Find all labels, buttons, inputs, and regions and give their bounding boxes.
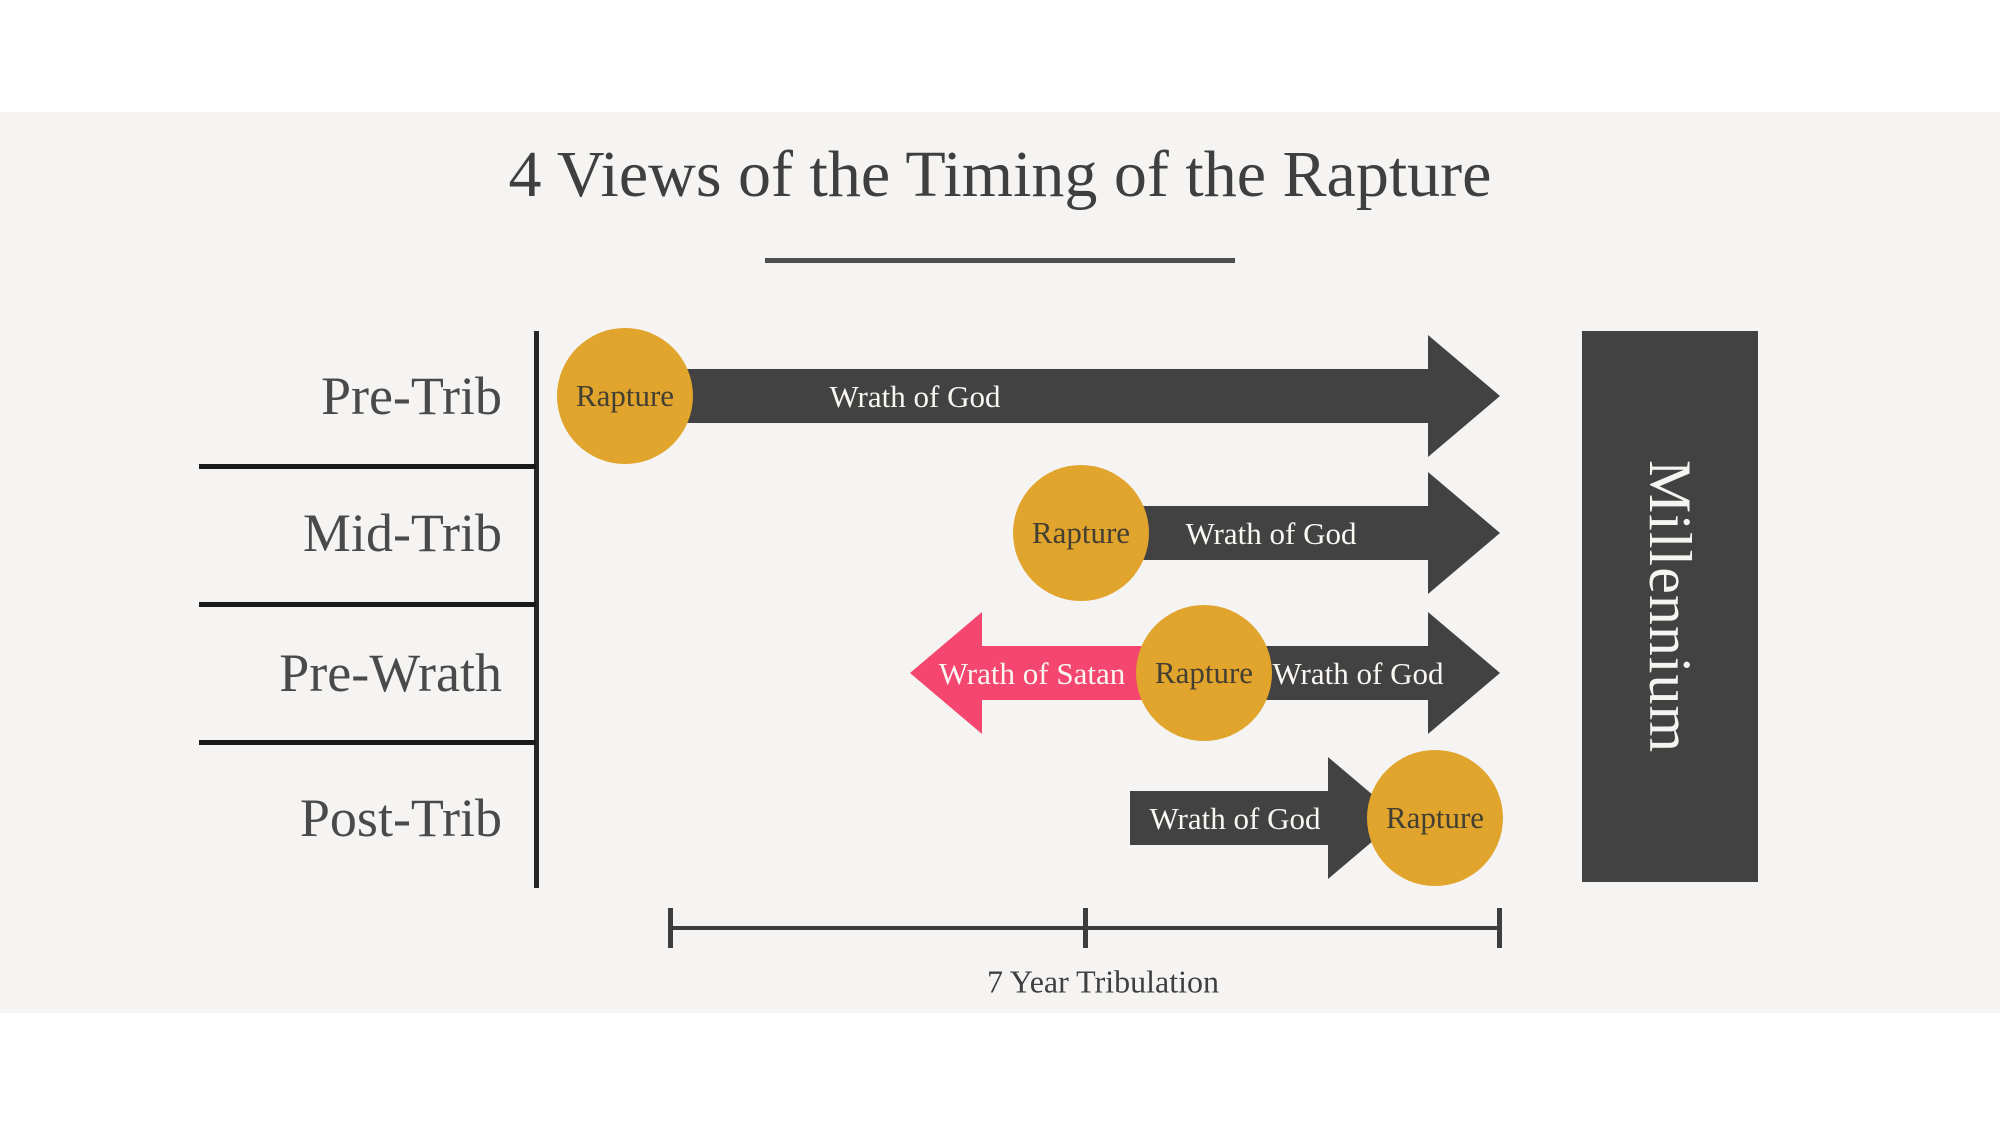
- row-separator: [199, 602, 536, 607]
- rapture-label: Rapture: [1385, 800, 1485, 835]
- wrath-of-god-label: Wrath of God: [1272, 656, 1444, 691]
- title-underline: [765, 258, 1235, 263]
- rapture-label: Rapture: [1031, 515, 1131, 550]
- axis-vertical-line: [534, 331, 539, 888]
- wrath-of-god-arrow-shaft: [1130, 791, 1328, 845]
- timeline-tick-start: [668, 908, 673, 948]
- row-label-pre-trib: Pre-Trib: [320, 366, 502, 426]
- row-label-post-trib: Post-Trib: [299, 788, 502, 848]
- rapture-label: Rapture: [1154, 655, 1254, 690]
- millennium-label: Millennium: [1637, 459, 1704, 754]
- rapture-circle: Rapture: [557, 328, 693, 464]
- rapture-circle: Rapture: [1013, 465, 1149, 601]
- arrow-head-right-icon: [1428, 612, 1500, 734]
- arrow-head-right-icon: [1428, 472, 1500, 594]
- row-separator: [199, 740, 536, 745]
- timeline-label: 7 Year Tribulation: [986, 963, 1220, 1000]
- row-separator: [199, 464, 536, 469]
- wrath-of-god-arrow-shaft: [625, 369, 1428, 423]
- row-label-pre-wrath: Pre-Wrath: [279, 643, 502, 703]
- arrow-head-right-icon: [1428, 335, 1500, 457]
- millennium-bar: Millennium: [1582, 331, 1758, 882]
- wrath-of-god-label: Wrath of God: [829, 379, 1001, 414]
- row-label-mid-trib: Mid-Trib: [302, 503, 502, 563]
- page-title: 4 Views of the Timing of the Rapture: [508, 138, 1492, 211]
- timeline-tick-middle: [1083, 908, 1088, 948]
- arrow-head-left-icon: [910, 612, 982, 734]
- timeline-tick-end: [1497, 908, 1502, 948]
- rapture-circle: Rapture: [1136, 605, 1272, 741]
- wrath-of-god-label: Wrath of God: [1185, 516, 1357, 551]
- wrath-of-god-label: Wrath of God: [1149, 801, 1321, 836]
- wrath-of-satan-label: Wrath of Satan: [938, 656, 1126, 691]
- rapture-label: Rapture: [575, 378, 675, 413]
- rapture-circle: Rapture: [1367, 750, 1503, 886]
